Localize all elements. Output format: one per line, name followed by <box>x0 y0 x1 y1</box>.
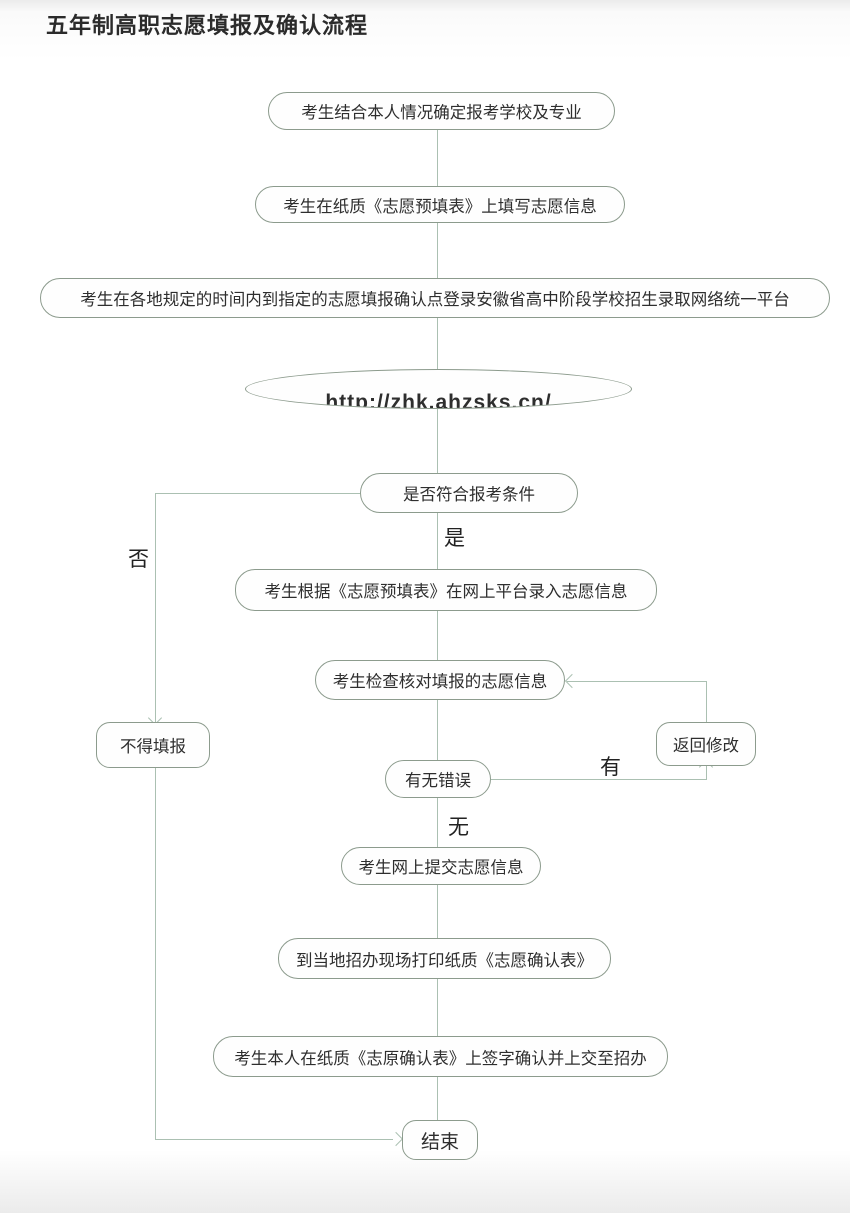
arrowhead-into-end-icon <box>388 1131 404 1147</box>
connector-to-end-horizontal <box>155 1139 393 1141</box>
connector-error-to-modify <box>706 766 708 779</box>
node-label: 返回修改 <box>673 737 739 755</box>
node-submit-online: 考生网上提交志愿信息 <box>341 847 541 885</box>
edge-label-has-error: 有 <box>600 756 621 779</box>
node-label: 考生根据《志愿预填表》在网上平台录入志愿信息 <box>264 583 628 601</box>
connector-enter-verify <box>437 611 439 660</box>
node-label: 考生本人在纸质《志原确认表》上签字确认并上交至招办 <box>234 1049 647 1068</box>
node-label: 考生网上提交志愿信息 <box>358 859 524 877</box>
connector-no-error-branch <box>437 798 439 847</box>
node-enter-online: 考生根据《志愿预填表》在网上平台录入志愿信息 <box>235 569 657 611</box>
node-label: 是否符合报考条件 <box>403 486 535 504</box>
arrowhead-into-verify-icon <box>564 673 580 689</box>
node-label: 不得填报 <box>120 738 186 756</box>
node-return-modify: 返回修改 <box>656 722 756 766</box>
page-title: 五年制高职志愿填报及确认流程 <box>46 13 369 38</box>
connector-yes-branch <box>437 513 439 569</box>
node-verify-info: 考生检查核对填报的志愿信息 <box>315 660 565 700</box>
node-label: 考生结合本人情况确定报考学校及专业 <box>301 104 582 122</box>
connector-no-horizontal <box>155 493 360 495</box>
node-end: 结束 <box>402 1120 478 1160</box>
node-login-platform: 考生在各地规定的时间内到指定的志愿填报确认点登录安徽省高中阶段学校招生录取网络统… <box>40 278 830 318</box>
connector-1-2 <box>437 130 439 186</box>
node-label: 有无错误 <box>405 772 471 790</box>
connector-3-url <box>437 318 439 369</box>
node-not-allowed: 不得填报 <box>96 722 210 768</box>
platform-url-text: http://zhk.ahzsks.cn/ <box>325 391 552 409</box>
edge-label-no-error: 无 <box>448 816 469 839</box>
connector-has-error-horizontal <box>491 779 707 781</box>
node-label: 到当地招办现场打印纸质《志愿确认表》 <box>296 951 593 970</box>
node-label: 结束 <box>420 1131 459 1153</box>
node-fill-paper-form: 考生在纸质《志愿预填表》上填写志愿信息 <box>255 186 625 223</box>
edge-label-yes: 是 <box>444 527 465 550</box>
node-label: 考生在各地规定的时间内到指定的志愿填报确认点登录安徽省高中阶段学校招生录取网络统… <box>80 291 790 309</box>
node-label: 考生在纸质《志愿预填表》上填写志愿信息 <box>283 197 597 216</box>
connector-print-sign <box>437 979 439 1036</box>
node-print-confirmation: 到当地招办现场打印纸质《志愿确认表》 <box>278 938 611 979</box>
node-determine-school: 考生结合本人情况确定报考学校及专业 <box>268 92 615 130</box>
node-sign-submit: 考生本人在纸质《志原确认表》上签字确认并上交至招办 <box>213 1036 668 1077</box>
connector-sign-end <box>437 1077 439 1120</box>
node-label: 考生检查核对填报的志愿信息 <box>332 673 548 691</box>
connector-no-vertical <box>155 493 157 722</box>
edge-label-no: 否 <box>128 548 149 571</box>
connector-modify-up <box>706 681 708 722</box>
connector-submit-print <box>437 885 439 938</box>
connector-2-3 <box>437 223 439 278</box>
connector-verify-errors <box>437 700 439 760</box>
node-check-eligibility: 是否符合报考条件 <box>360 473 578 513</box>
node-platform-url: http://zhk.ahzsks.cn/ <box>245 369 632 409</box>
connector-not-allowed-down <box>155 768 157 1139</box>
connector-modify-back-horizontal <box>567 681 707 683</box>
connector-url-decision <box>437 409 439 473</box>
node-any-errors: 有无错误 <box>385 760 491 798</box>
